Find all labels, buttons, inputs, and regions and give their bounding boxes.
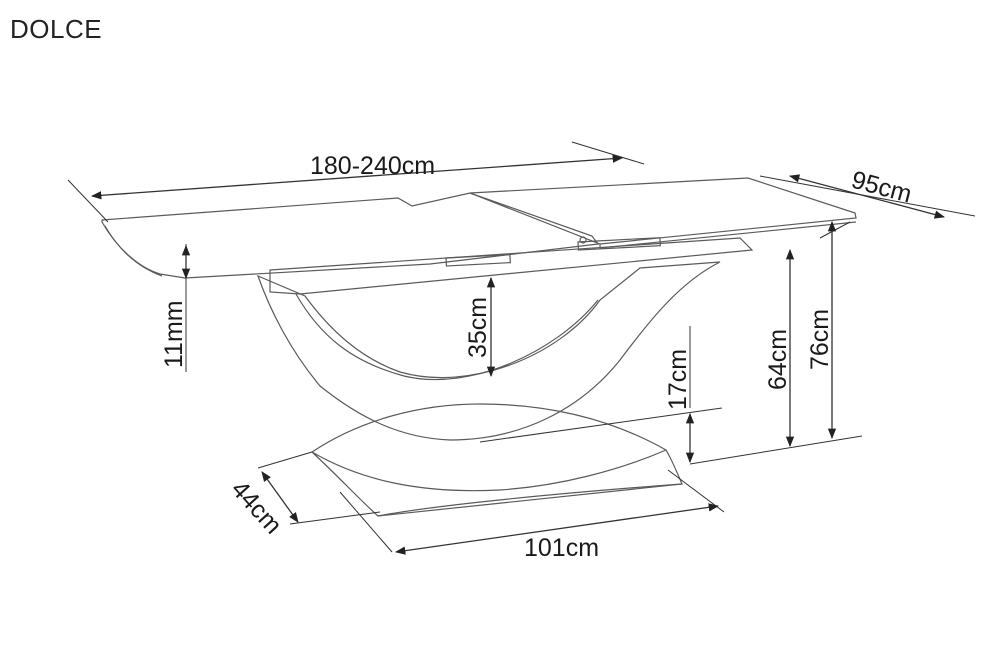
dim-total-height: 76cm [689, 220, 863, 465]
label-total-height: 76cm [806, 309, 834, 370]
dim-length: 180-240cm [67, 141, 645, 223]
u-leg [256, 261, 721, 441]
product-title: DOLCE [10, 14, 103, 44]
dim-width: 95cm [759, 166, 976, 239]
tabletop-left-edge [104, 225, 163, 277]
label-frame-clearance: 35cm [464, 297, 492, 358]
tabletop-right-panel [469, 177, 857, 245]
dim-base-length: 101cm [339, 469, 725, 562]
label-clear-height: 64cm [764, 329, 792, 390]
label-top-thickness: 11mm [160, 300, 188, 368]
label-length: 180-240cm [310, 152, 435, 180]
dim-base-height: 17cm [479, 326, 723, 464]
slider-right [577, 237, 661, 251]
u-leg-inner [295, 293, 599, 381]
label-base-depth: 44cm [226, 475, 288, 539]
tabletop-left-panel [101, 192, 600, 279]
label-width: 95cm [848, 166, 914, 209]
dim-frame-clearance: 35cm [464, 276, 496, 378]
under-frame [269, 237, 754, 295]
base-body [311, 449, 683, 517]
dim-top-thickness: 11mm [160, 244, 191, 372]
slider-knob [579, 236, 587, 244]
base-top [311, 403, 667, 453]
label-base-length: 101cm [524, 534, 599, 562]
dim-clear-height: 64cm [764, 248, 795, 448]
tabletop-right-edge [599, 221, 857, 249]
label-base-height: 17cm [664, 349, 692, 410]
table-outline [101, 177, 857, 517]
